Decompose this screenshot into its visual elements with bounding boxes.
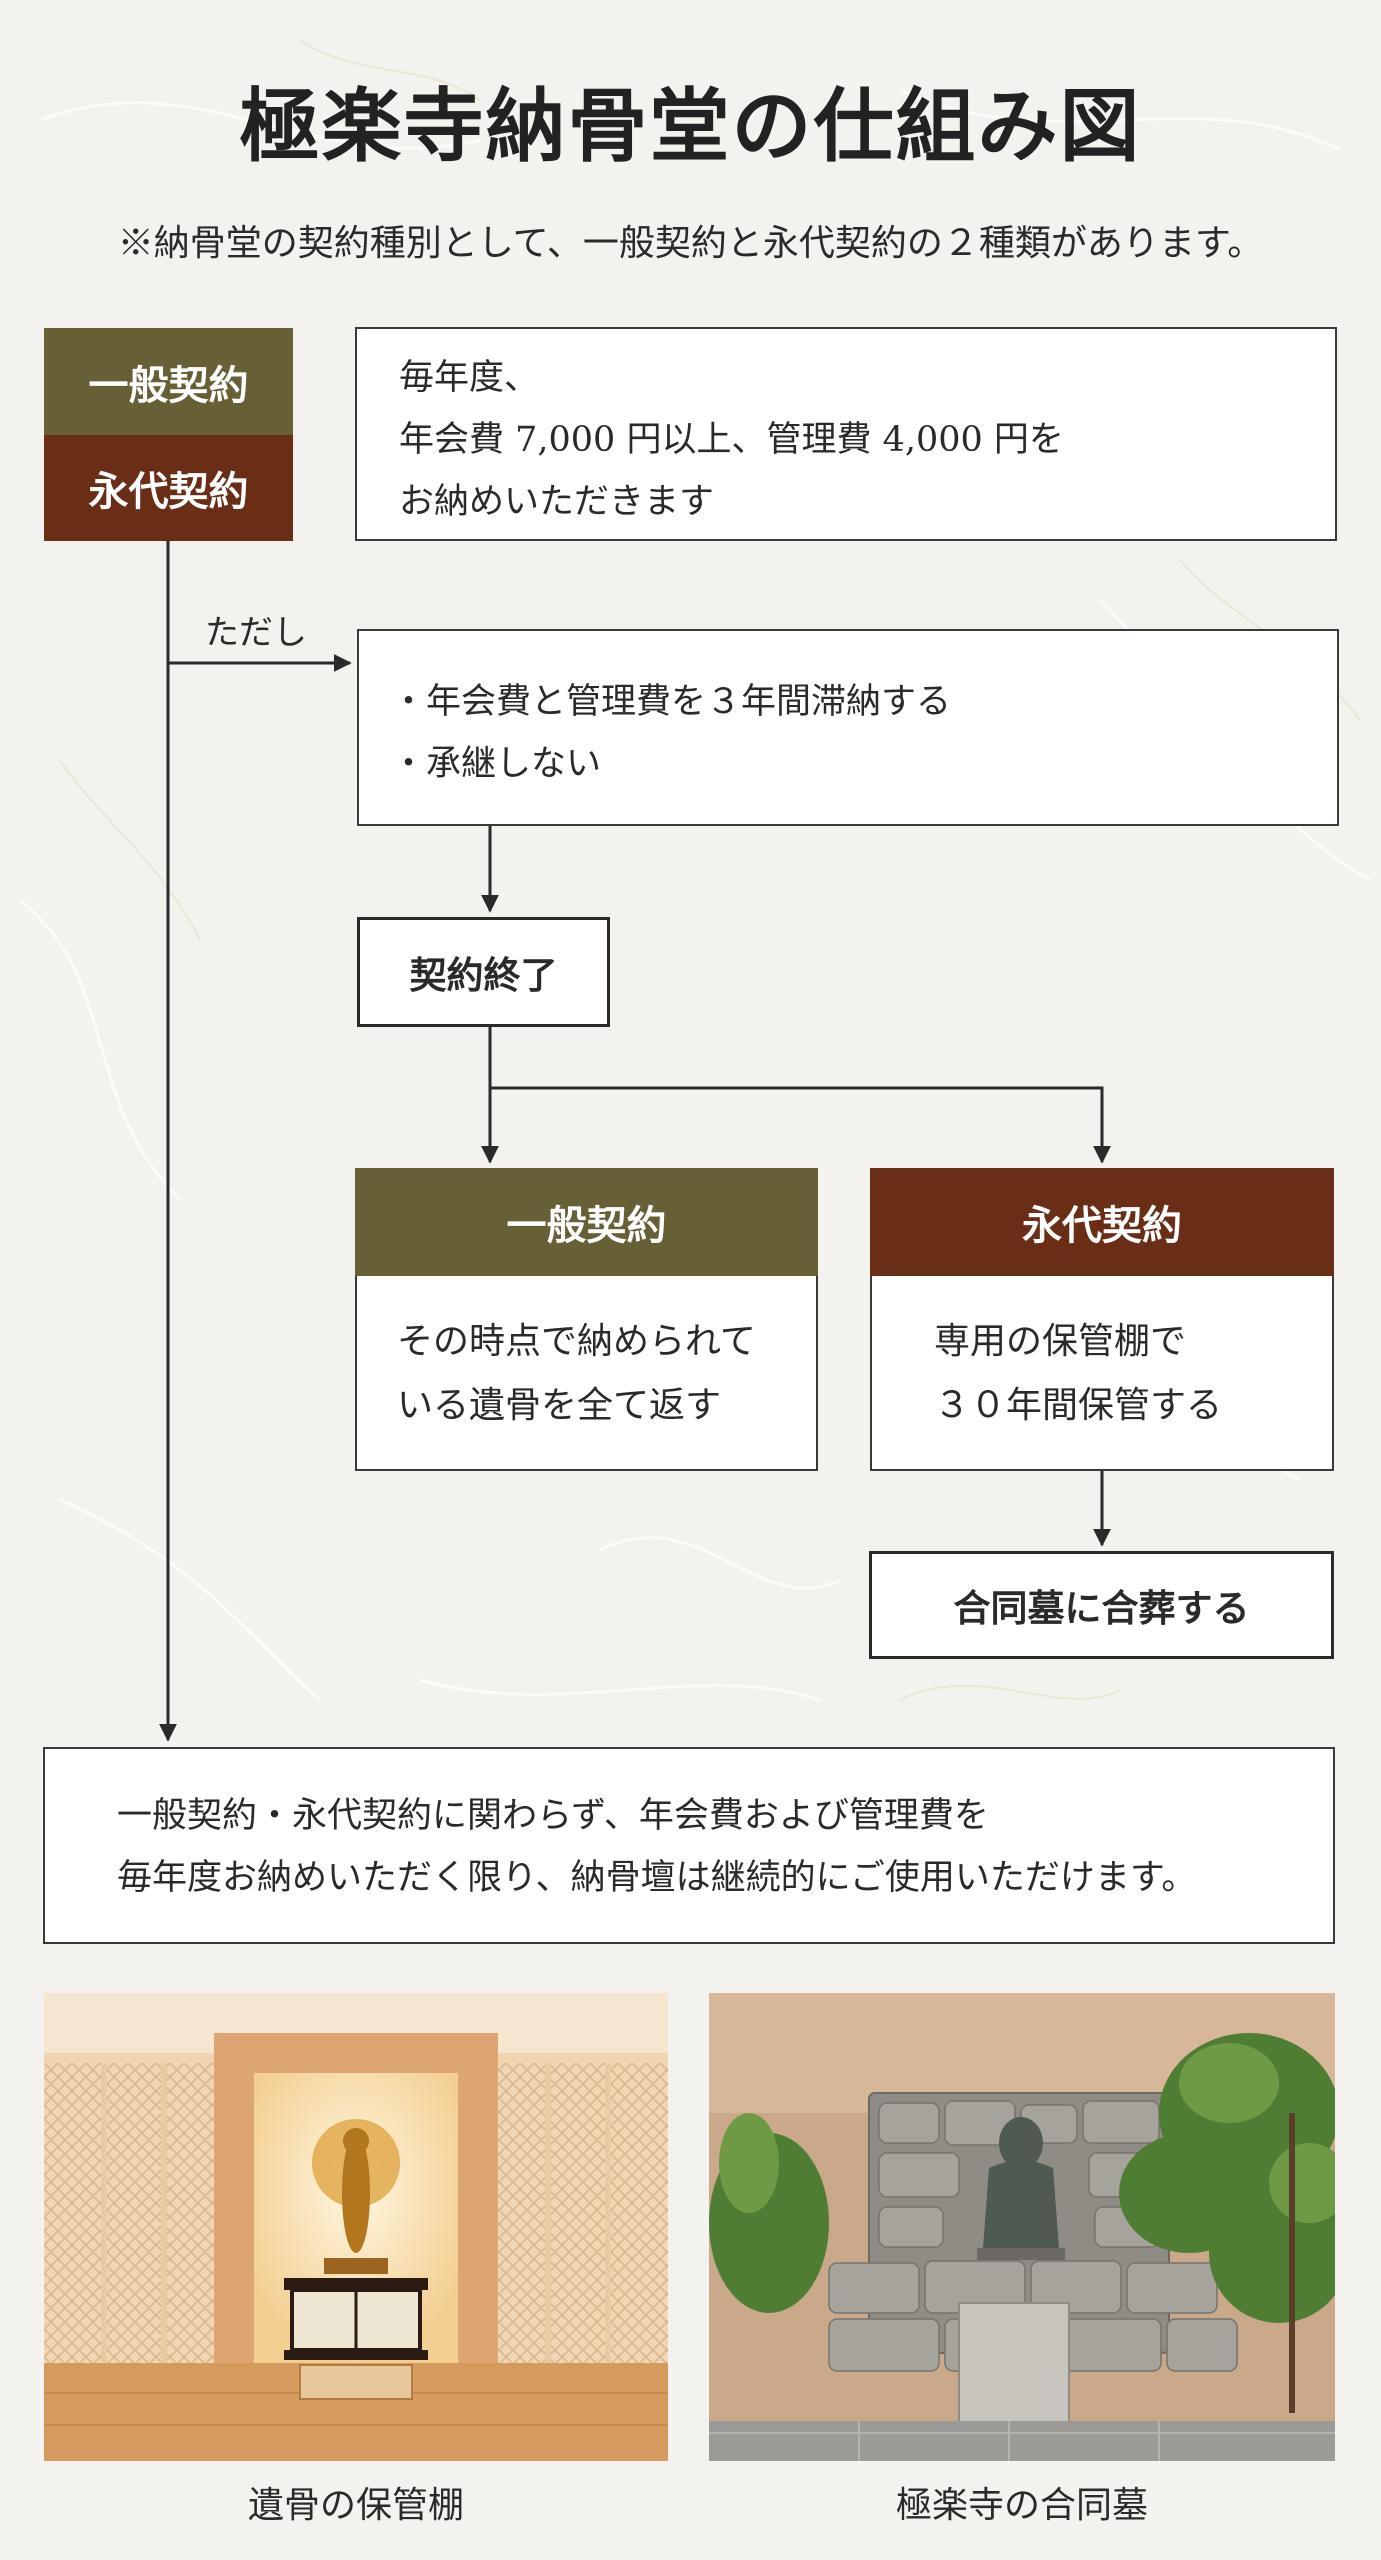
- joint-burial-box: 合同墓に合葬する: [869, 1551, 1334, 1659]
- perpetual-result-line-1: 専用の保管棚で: [934, 1321, 1187, 1362]
- note-line-2: 毎年度お納めいただく限り、納骨壇は継続的にご使用いただけます。: [117, 1858, 1197, 1898]
- condition-item-1: ・年会費と管理費を３年間滞納する: [391, 682, 952, 722]
- general-result-line-1: その時点で納められて: [397, 1321, 756, 1362]
- legend-general-contract: 一般契約: [44, 328, 293, 435]
- perpetual-result-title: 永代契約: [870, 1168, 1334, 1276]
- joint-grave-photo: [709, 1993, 1335, 2461]
- fee-line-2: 年会費 7,000 円以上、管理費 4,000 円を: [399, 420, 1064, 460]
- annual-fee-box: 毎年度、 年会費 7,000 円以上、管理費 4,000 円を お納めいただきま…: [355, 327, 1337, 541]
- fee-line-3: お納めいただきます: [399, 482, 715, 522]
- joint-grave-caption: 極楽寺の合同墓: [895, 2485, 1148, 2526]
- page-subtitle: ※納骨堂の契約種別として、一般契約と永代契約の２種類があります。: [117, 223, 1264, 264]
- branch-label: ただし: [205, 613, 307, 653]
- end-to-perpetual-arrow: [490, 1086, 1111, 1164]
- condition-box: ・年会費と管理費を３年間滞納する ・承継しない: [357, 629, 1339, 826]
- perpetual-result-line-2: ３０年間保管する: [934, 1385, 1223, 1426]
- condition-item-2: ・承継しない: [391, 744, 602, 784]
- contract-end-box: 契約終了: [357, 917, 610, 1027]
- ossuary-shelf-photo: [44, 1993, 668, 2461]
- ossuary-shelf-caption: 遺骨の保管棚: [247, 2485, 464, 2526]
- fee-line-1: 毎年度、: [399, 358, 540, 398]
- legend-perpetual-contract: 永代契約: [44, 435, 293, 541]
- page-title: 極楽寺納骨堂の仕組み図: [239, 79, 1142, 173]
- general-result-body: その時点で納められて いる遺骨を全て返す: [355, 1276, 818, 1471]
- general-result-title: 一般契約: [355, 1168, 818, 1276]
- general-result-line-2: いる遺骨を全て返す: [397, 1385, 722, 1426]
- perpetual-result-body: 専用の保管棚で ３０年間保管する: [870, 1276, 1334, 1471]
- note-line-1: 一般契約・永代契約に関わらず、年会費および管理費を: [117, 1796, 989, 1836]
- continuation-note-box: 一般契約・永代契約に関わらず、年会費および管理費を 毎年度お納めいただく限り、納…: [43, 1747, 1335, 1944]
